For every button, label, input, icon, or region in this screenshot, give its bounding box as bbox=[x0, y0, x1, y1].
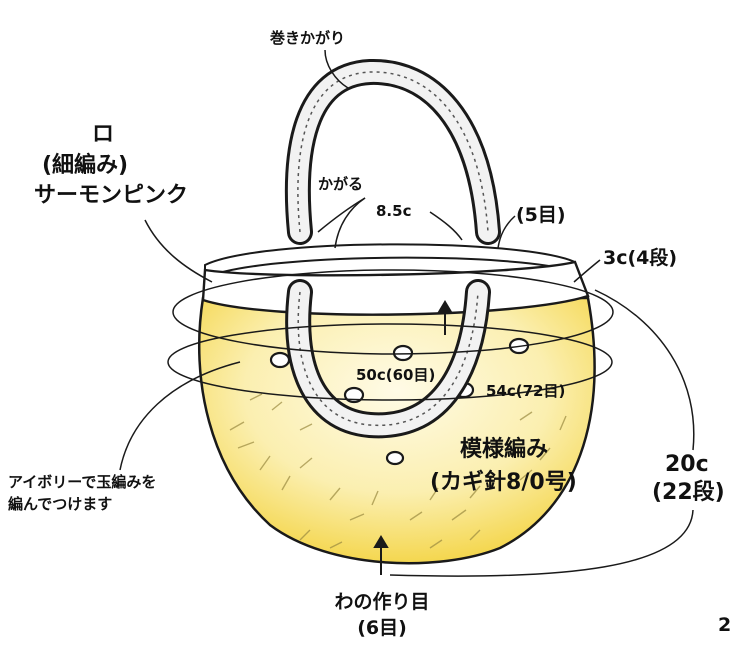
pattern-label-line1: 模様編み bbox=[460, 437, 549, 462]
trim-symbol-label: ロ bbox=[92, 122, 115, 147]
bobble-label-line1: アイボリーで玉編みを bbox=[8, 473, 157, 491]
edge-mark: 2 bbox=[718, 614, 731, 636]
height-label-line1: 20c bbox=[665, 452, 709, 477]
trim-color-label: サーモンピンク bbox=[34, 183, 189, 208]
start-label-line1: わの作り目 bbox=[334, 591, 430, 613]
outer-circumference-label: 54c(72目) bbox=[486, 382, 566, 400]
pattern-label-line2: (カギ針8/0号) bbox=[430, 470, 577, 495]
bobble bbox=[392, 344, 414, 362]
rim-height-label: 3c(4段) bbox=[603, 247, 678, 269]
bobble bbox=[269, 351, 291, 369]
arrows bbox=[373, 300, 453, 575]
circumference-ring-inner bbox=[167, 323, 613, 401]
leader-lines bbox=[119, 49, 695, 577]
trim-stitch-label: (細編み) bbox=[42, 153, 129, 178]
circumference-ring-outer bbox=[172, 269, 614, 355]
bobble bbox=[343, 386, 365, 404]
front-handle bbox=[285, 279, 491, 439]
bobble-label-line2: 編んでつけます bbox=[8, 495, 113, 513]
attach-label: かがる bbox=[318, 175, 364, 193]
height-label-line2: (22段) bbox=[652, 480, 725, 505]
top-handle bbox=[284, 58, 501, 245]
inner-circumference-label: 50c(60目) bbox=[356, 366, 436, 384]
handle-stitches-label: (5目) bbox=[516, 204, 566, 226]
handle-wrap-label: 巻きかがり bbox=[270, 29, 346, 47]
start-label-line2: (6目) bbox=[357, 617, 407, 639]
bobble bbox=[385, 450, 405, 466]
handle-width-label: 8.5c bbox=[376, 202, 412, 220]
crochet-pattern-strokes bbox=[229, 384, 567, 549]
